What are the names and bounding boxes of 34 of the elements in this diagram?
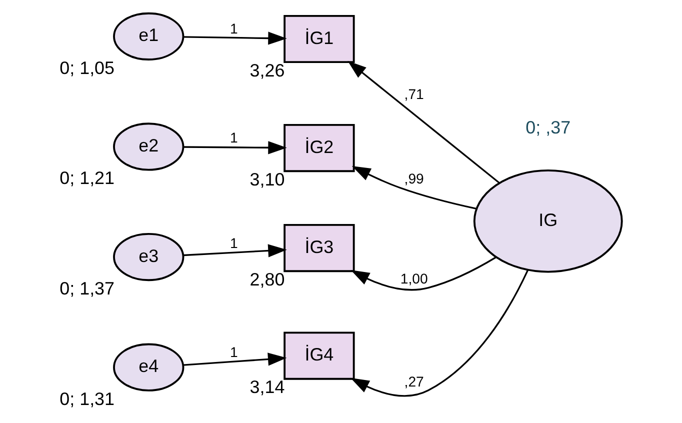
node-label: 0; 1,05: [60, 58, 114, 78]
node-box: İG2: [284, 124, 355, 172]
edge-label: 1: [230, 20, 238, 37]
edge-label: 1,00: [400, 270, 428, 287]
edge-label: 1: [230, 234, 238, 251]
arrow: [350, 270, 529, 397]
node-label: 0; 1,21: [60, 168, 114, 188]
arrow: [183, 141, 287, 154]
edge-label: ,27: [404, 373, 424, 390]
node-label: 3,26: [250, 60, 285, 80]
node-box: İG3: [284, 224, 355, 272]
node-ellipse: e3: [113, 232, 184, 282]
node-label: 0; 1,31: [60, 388, 114, 409]
edge-label: ,99: [404, 170, 424, 187]
node-ellipse: e2: [113, 122, 184, 171]
arrow: [348, 60, 500, 184]
arrow: [183, 352, 287, 366]
arrow: [183, 244, 287, 258]
edge-label: ,71: [404, 86, 424, 102]
node-label: 0; ,37: [526, 118, 571, 138]
arrow: [352, 166, 477, 210]
node-label: 0; 1,37: [60, 278, 114, 298]
node-ellipse: IG: [473, 170, 623, 273]
node-ellipse: e4: [113, 343, 184, 392]
node-label: 3,14: [250, 377, 285, 398]
node-label: 2,80: [250, 270, 285, 290]
arrow: [183, 32, 287, 45]
edge-label: 1: [230, 130, 238, 146]
node-label: 3,10: [250, 169, 285, 190]
edge-label: 1: [230, 344, 238, 360]
node-ellipse: e1: [113, 12, 184, 60]
node-box: İG4: [284, 332, 355, 380]
arrow: [350, 256, 497, 291]
node-box: İG1: [284, 14, 355, 64]
